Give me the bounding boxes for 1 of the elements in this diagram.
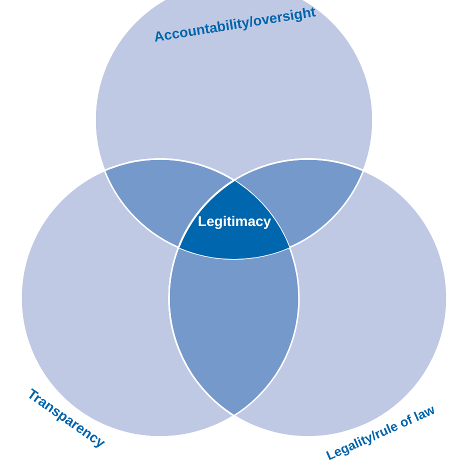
center-label: Legitimacy — [198, 212, 272, 228]
